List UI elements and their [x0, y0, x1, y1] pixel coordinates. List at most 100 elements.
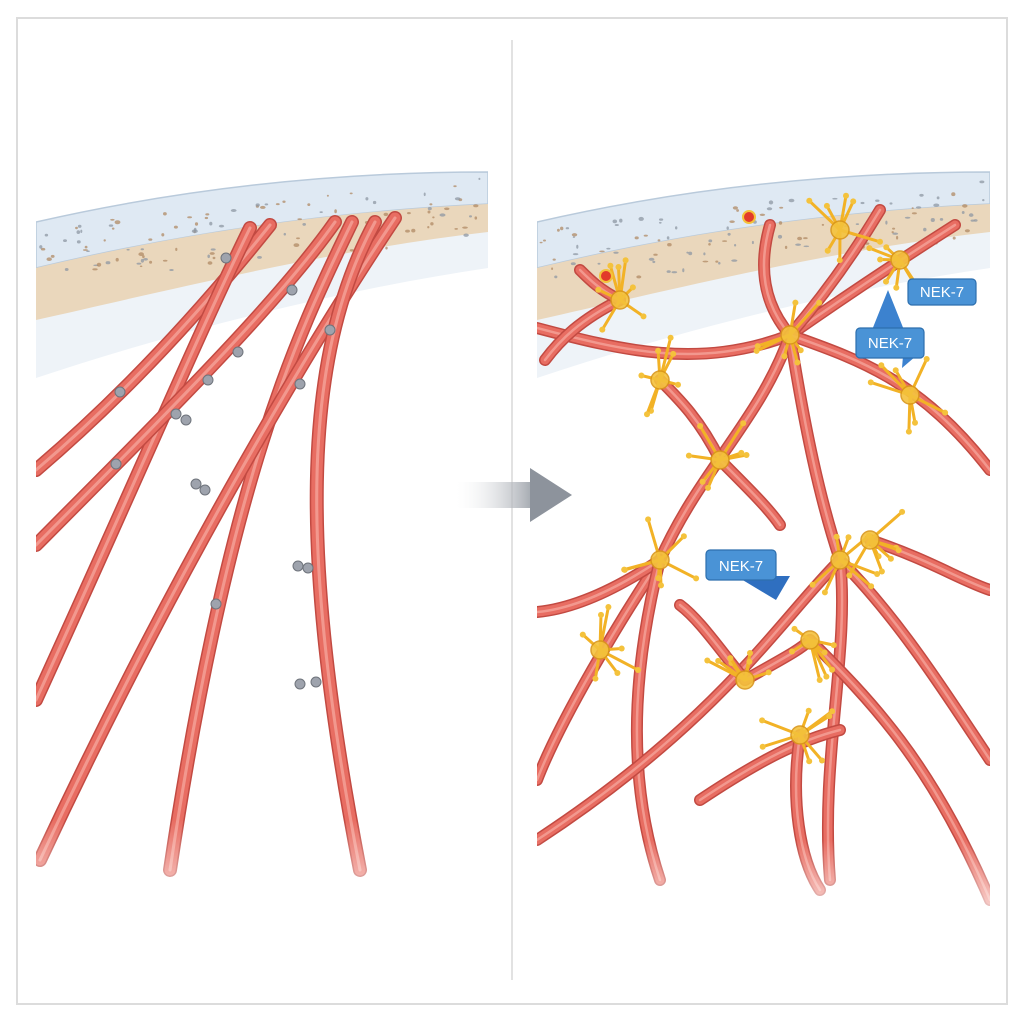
- sprout-tip: [792, 299, 799, 306]
- tissue-speckle: [821, 223, 825, 226]
- tissue-speckle: [64, 268, 69, 271]
- gray-node: [190, 478, 202, 490]
- tissue-speckle: [777, 234, 783, 239]
- gray-node: [210, 598, 222, 610]
- sprout-tip: [791, 625, 798, 632]
- tissue-speckle: [731, 259, 738, 262]
- gray-node: [232, 346, 244, 358]
- tissue-speckle: [282, 200, 286, 203]
- sprout-tip: [670, 350, 677, 357]
- sprout-tip: [836, 257, 843, 264]
- tissue-speckle: [557, 228, 560, 232]
- sprout-tip: [693, 575, 700, 582]
- tissue-speckle: [652, 260, 656, 264]
- tissue-speckle: [283, 232, 286, 236]
- tissue-speckle: [50, 254, 55, 258]
- junction-node: [890, 250, 910, 270]
- sprout-tip: [614, 670, 621, 676]
- sprout-tip: [759, 717, 766, 724]
- gray-node: [292, 560, 304, 572]
- figure-frame: [16, 17, 1008, 1005]
- junction-node: [830, 220, 850, 240]
- tissue-speckle: [875, 199, 880, 202]
- sprout-tip: [705, 484, 711, 491]
- straight-fiber-bundle: [36, 211, 402, 877]
- nek7-label: NEK-7: [855, 327, 925, 368]
- red-tip-marker: [742, 210, 756, 224]
- network-fiber-highlight: [537, 558, 662, 614]
- tissue-speckle: [148, 238, 153, 241]
- tissue-speckle: [264, 203, 269, 206]
- nek7-label-text: NEK-7: [719, 558, 763, 575]
- muscle-fiber-highlight: [36, 220, 337, 547]
- gray-node: [202, 374, 214, 386]
- tissue-speckle: [230, 209, 237, 212]
- muscle-fiber-highlight: [36, 223, 272, 472]
- sprout-tip: [809, 581, 816, 588]
- sprout-tip: [592, 675, 599, 682]
- tissue-speckle: [751, 240, 754, 245]
- tissue-speckle: [778, 221, 783, 225]
- sprout-tip: [746, 658, 753, 665]
- tissue-speckle: [297, 218, 303, 221]
- tissue-speckle: [140, 258, 144, 263]
- tissue-speckle: [968, 213, 974, 217]
- tissue-speckle: [80, 229, 83, 233]
- gray-node: [180, 414, 192, 426]
- tissue-speckle: [666, 270, 671, 273]
- tissue-speckle: [939, 218, 944, 221]
- tissue-speckle: [658, 221, 662, 224]
- sprout-tip: [868, 583, 875, 590]
- sprout-tip: [806, 197, 813, 204]
- sprout-tip: [655, 347, 662, 354]
- tissue-speckle: [44, 233, 49, 237]
- network-fiber-highlight: [826, 558, 844, 882]
- tissue-speckle: [736, 209, 739, 212]
- sprout-tip: [867, 379, 874, 386]
- tissue-speckle: [797, 236, 803, 241]
- tissue-speckle: [429, 203, 433, 206]
- tissue-speckle: [638, 216, 644, 221]
- tissue-speckle: [209, 221, 213, 226]
- branch-junctions: [590, 220, 920, 745]
- network-fiber-highlight: [838, 558, 990, 762]
- tissue-speckle: [803, 237, 808, 240]
- junction-node: [710, 450, 730, 470]
- sprout-tip: [658, 582, 664, 589]
- tissue-speckle: [933, 203, 940, 207]
- gray-node: [324, 324, 336, 336]
- tissue-speckle: [257, 256, 262, 259]
- sprout-tip: [824, 247, 831, 254]
- tissue-speckle: [463, 233, 469, 237]
- tissue-speckle: [454, 228, 459, 230]
- tissue-speckle: [612, 219, 618, 224]
- gray-node: [170, 408, 182, 420]
- tissue-speckle: [961, 211, 965, 214]
- junction-node: [800, 630, 820, 650]
- tissue-speckle: [478, 177, 481, 180]
- tissue-speckle: [552, 258, 556, 261]
- sprout-tip: [816, 677, 823, 683]
- tissue-speckle: [143, 258, 148, 261]
- sprout-tip: [605, 604, 612, 610]
- tissue-speckle: [40, 247, 46, 251]
- tissue-speckle: [671, 271, 678, 274]
- tissue-speckle: [766, 207, 773, 211]
- network-fiber-core: [785, 330, 845, 565]
- tissue-speckle: [194, 222, 199, 226]
- right-panel-branched-network: [537, 171, 990, 940]
- tissue-speckle: [576, 244, 579, 249]
- tissue-speckle: [554, 275, 558, 279]
- tissue-speckle: [427, 207, 432, 211]
- transition-arrow: [456, 468, 572, 522]
- tissue-speckle: [255, 203, 260, 207]
- tissue-speckle: [718, 261, 721, 265]
- tissue-speckle: [892, 232, 899, 235]
- tissue-speckle: [210, 248, 216, 251]
- tissue-speckle: [702, 260, 709, 263]
- tissue-speckle: [726, 226, 729, 230]
- tissue-speckle: [962, 204, 968, 208]
- left-tissue-layer: [36, 171, 488, 378]
- tissue-speckle: [951, 192, 956, 197]
- tissue-speckle: [76, 230, 81, 235]
